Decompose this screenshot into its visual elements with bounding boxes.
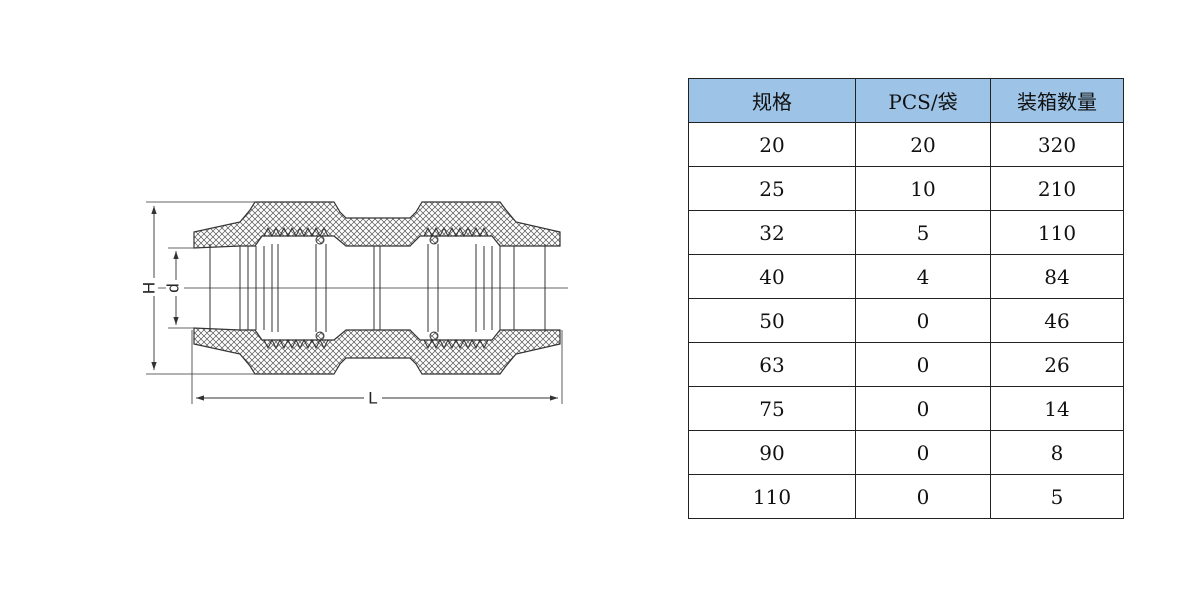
cell-qty: 110: [990, 210, 1124, 255]
cell-qty: 210: [990, 166, 1124, 211]
cell-pcs: 20: [855, 122, 991, 167]
table-row: 110 0 5: [688, 474, 1124, 519]
o-ring-lower-left: [315, 331, 325, 341]
cell-spec: 40: [688, 254, 856, 299]
extension-lines: [146, 201, 563, 404]
cell-qty: 46: [990, 298, 1124, 343]
cell-pcs: 4: [855, 254, 991, 299]
spec-table: 规格 PCS/袋 装箱数量 20 20 320 25 10 210 32 5 1…: [688, 78, 1124, 519]
cell-qty: 320: [990, 122, 1124, 167]
upper-thread-right: [423, 226, 489, 238]
dimension-d-label: d: [163, 283, 182, 292]
o-ring-upper-right: [429, 235, 439, 245]
cell-spec: 50: [688, 298, 856, 343]
cell-spec: 32: [688, 210, 856, 255]
cell-pcs: 0: [855, 298, 991, 343]
o-ring-upper-left: [315, 235, 325, 245]
dimension-H-label: H: [139, 282, 158, 294]
cell-spec: 25: [688, 166, 856, 211]
cell-spec: 20: [688, 122, 856, 167]
lower-thread-right: [423, 338, 489, 350]
upper-thread-left: [263, 226, 329, 238]
header-pcs-per-bag: PCS/袋: [855, 78, 991, 123]
lower-body-section: [193, 327, 561, 375]
header-carton-qty: 装箱数量: [990, 78, 1124, 123]
cell-pcs: 5: [855, 210, 991, 255]
table-row: 25 10 210: [688, 166, 1124, 211]
table-row: 40 4 84: [688, 254, 1124, 299]
lower-thread-left: [263, 338, 329, 350]
table-row: 32 5 110: [688, 210, 1124, 255]
table-row: 75 0 14: [688, 386, 1124, 431]
cell-qty: 5: [990, 474, 1124, 519]
header-spec: 规格: [688, 78, 856, 123]
cell-spec: 90: [688, 430, 856, 475]
table-row: 20 20 320: [688, 122, 1124, 167]
table-header-row: 规格 PCS/袋 装箱数量: [688, 78, 1124, 123]
table-row: 90 0 8: [688, 430, 1124, 475]
table-row: 50 0 46: [688, 298, 1124, 343]
cell-pcs: 0: [855, 430, 991, 475]
cell-qty: 8: [990, 430, 1124, 475]
cell-pcs: 0: [855, 386, 991, 431]
cell-qty: 26: [990, 342, 1124, 387]
cell-qty: 84: [990, 254, 1124, 299]
upper-body-section: [193, 201, 561, 249]
cell-spec: 110: [688, 474, 856, 519]
cell-pcs: 0: [855, 342, 991, 387]
dimension-L-label: L: [368, 388, 377, 407]
cell-spec: 63: [688, 342, 856, 387]
cell-pcs: 0: [855, 474, 991, 519]
o-ring-lower-right: [429, 331, 439, 341]
cell-qty: 14: [990, 386, 1124, 431]
coupling-cross-section-drawing: H d L: [139, 201, 568, 408]
cell-pcs: 10: [855, 166, 991, 211]
table-row: 63 0 26: [688, 342, 1124, 387]
cell-spec: 75: [688, 386, 856, 431]
